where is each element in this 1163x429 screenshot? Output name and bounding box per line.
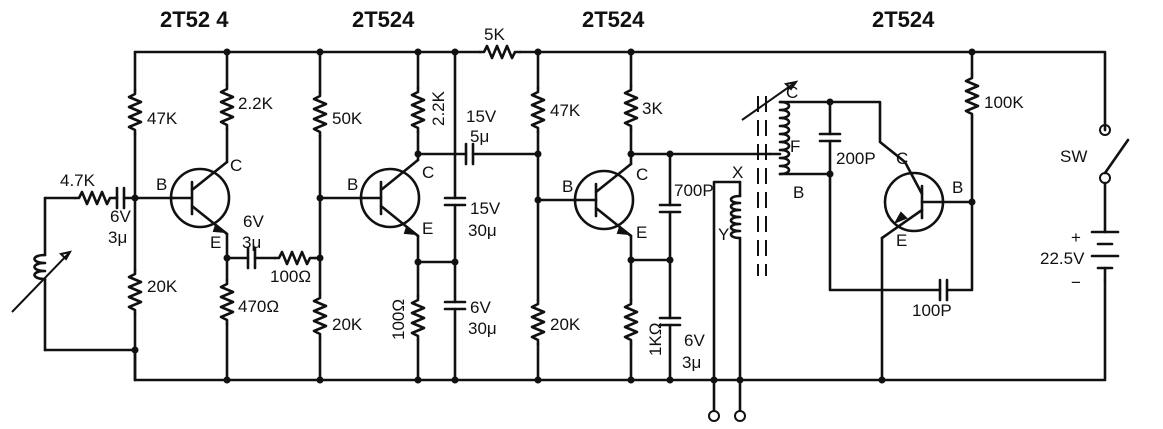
resistor-100k: [964, 72, 980, 120]
resistor-20k-q3-label: 20K: [550, 315, 581, 334]
resistor-2-2k-q2: [410, 86, 426, 134]
resistor-2-2k-q1-label: 2.2K: [238, 94, 274, 113]
battery-minus: −: [1071, 273, 1081, 292]
resistor-1k-ohm-label: 1KΩ: [646, 322, 665, 356]
output-terminal-x[interactable]: [708, 410, 720, 422]
resistor-100k-label: 100K: [984, 93, 1024, 112]
transistor-q2: [359, 158, 421, 238]
q1-emitter-label: E: [210, 233, 221, 252]
q1-base-label: B: [156, 175, 167, 194]
capacitor-c4-voltage: 15V: [470, 199, 501, 218]
capacitor-c3-voltage: 15V: [466, 107, 497, 126]
resistor-20k-q1-label: 20K: [147, 277, 178, 296]
output-terminal-y[interactable]: [734, 410, 746, 422]
capacitor-100p: [938, 278, 949, 302]
capacitor-c7-value: 3μ: [682, 353, 701, 372]
power-switch[interactable]: [1099, 124, 1130, 234]
resistor-20k-q1: [127, 268, 143, 316]
q4-base-label: B: [952, 178, 963, 197]
battery-voltage: 22.5V: [1040, 249, 1085, 268]
capacitor-c5-voltage: 6V: [470, 298, 491, 317]
transistor-label-q3: 2T524: [582, 7, 645, 32]
resistor-20k-q2-label: 20K: [332, 315, 363, 334]
resistor-100-ohm-coupling-label: 100Ω: [270, 267, 311, 286]
resistor-470-ohm: [219, 278, 235, 326]
q2-emitter-label: E: [422, 219, 433, 238]
capacitor-c2-voltage: 6V: [243, 212, 264, 231]
resistor-50k-label: 50K: [332, 109, 363, 128]
resistor-20k-q3: [530, 298, 546, 346]
resistor-100-ohm-q2: [410, 294, 426, 342]
resistor-20k-q2: [312, 292, 328, 340]
resistor-1k-ohm: [623, 298, 639, 346]
resistor-3k-label: 3K: [642, 99, 663, 118]
capacitor-100p-label: 100P: [912, 301, 952, 320]
resistor-2-2k-q2-label: 2.2K: [429, 90, 448, 126]
q2-collector-label: C: [422, 163, 434, 182]
q1-collector-label: C: [230, 156, 242, 175]
transistor-label-q4: 2T524: [872, 7, 935, 32]
capacitor-c4-value: 30μ: [468, 221, 497, 240]
resistor-100-ohm-coupling: [273, 250, 317, 266]
capacitor-c2-value: 3μ: [242, 233, 261, 252]
transistor-label-q1: 2T52 4: [160, 7, 229, 32]
battery-plus: +: [1071, 228, 1081, 247]
q3-emitter-label: E: [636, 223, 647, 242]
resistor-100-ohm-q2-label: 100Ω: [389, 299, 408, 340]
capacitor-c1-voltage: 6V: [110, 207, 131, 226]
capacitor-c5-value: 30μ: [468, 319, 497, 338]
resistor-47k-q1: [127, 88, 143, 136]
q3-collector-label: C: [636, 165, 648, 184]
transformer-winding-xy: [712, 180, 742, 412]
capacitor-c7-voltage: 6V: [684, 331, 705, 350]
capacitor-200p-label: 200P: [836, 149, 876, 168]
resistor-470-ohm-label: 470Ω: [238, 297, 279, 316]
transformer-y-label: Y: [718, 225, 729, 244]
resistor-2-2k-q1: [219, 83, 235, 131]
transformer-core: [741, 80, 799, 276]
transistor-q1: [169, 160, 231, 236]
resistor-50k: [312, 90, 328, 138]
top-rail: [133, 44, 1107, 132]
transformer-x-label: X: [732, 163, 743, 182]
resistor-47k-q3-label: 47K: [550, 101, 581, 120]
q3-base-label: B: [562, 177, 573, 196]
transistor-q4: [880, 160, 974, 240]
transformer-c-label: C: [786, 83, 798, 102]
q4-emitter-label: E: [896, 231, 907, 250]
resistor-47k-q1-label: 47K: [147, 109, 178, 128]
capacitor-c1-value: 3μ: [108, 228, 127, 247]
capacitor-c3-value: 5μ: [470, 127, 489, 146]
transistor-label-q2: 2T524: [352, 7, 415, 32]
input-coil: [11, 196, 72, 352]
switch-label: SW: [1060, 147, 1087, 166]
resistor-5k: [478, 44, 522, 60]
q2-base-label: B: [347, 175, 358, 194]
resistor-4-7k-label: 4.7K: [60, 171, 96, 190]
transistor-q3: [573, 162, 635, 238]
resistor-4-7k: [73, 190, 117, 206]
capacitor-700p-label: 700P: [674, 181, 714, 200]
q4-collector-label: C: [896, 149, 908, 168]
resistor-3k: [623, 84, 639, 132]
resistor-47k-q3: [530, 86, 546, 134]
resistor-5k-label: 5K: [484, 25, 505, 44]
transformer-b-label: B: [793, 183, 804, 202]
battery: [1090, 230, 1120, 282]
transformer-f-label: F: [790, 137, 800, 156]
